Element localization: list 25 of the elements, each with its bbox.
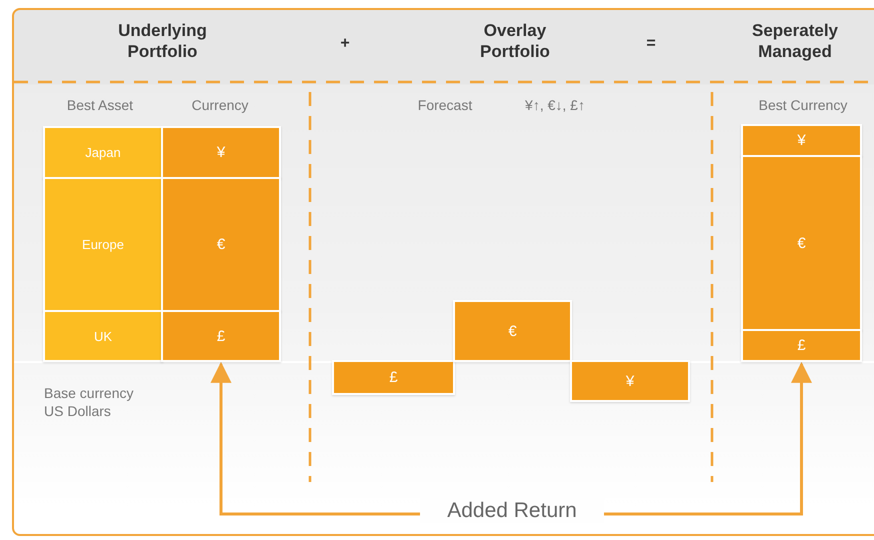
currency-block: ¥ [161,126,281,179]
currency-block: ¥ [570,360,690,402]
currency-block: £ [741,329,862,362]
currency-block: € [453,300,572,362]
currency-block: € [161,177,281,312]
column-heading: Underlying Portfolio [117,20,208,62]
column-heading: Seperately Managed [751,20,839,62]
label: Best Asset [66,97,134,114]
arrow [210,362,420,516]
currency-block: € [741,155,862,331]
asset-block: Europe [43,177,163,312]
column-heading: = [645,34,657,54]
label: Base currency US Dollars [44,385,134,420]
asset-block: Japan [43,126,163,179]
arrow [604,362,812,516]
asset-block: UK [43,310,163,362]
currency-block: ¥ [741,124,862,157]
column-heading: Overlay Portfolio [479,20,551,62]
label: ¥↑, €↓, £↑ [524,97,586,114]
label: Best Currency [758,97,848,114]
label: Forecast [416,97,474,114]
currency-block: £ [332,360,455,395]
label: Currency [190,97,250,114]
currency-block: £ [161,310,281,362]
column-heading: + [339,34,351,54]
